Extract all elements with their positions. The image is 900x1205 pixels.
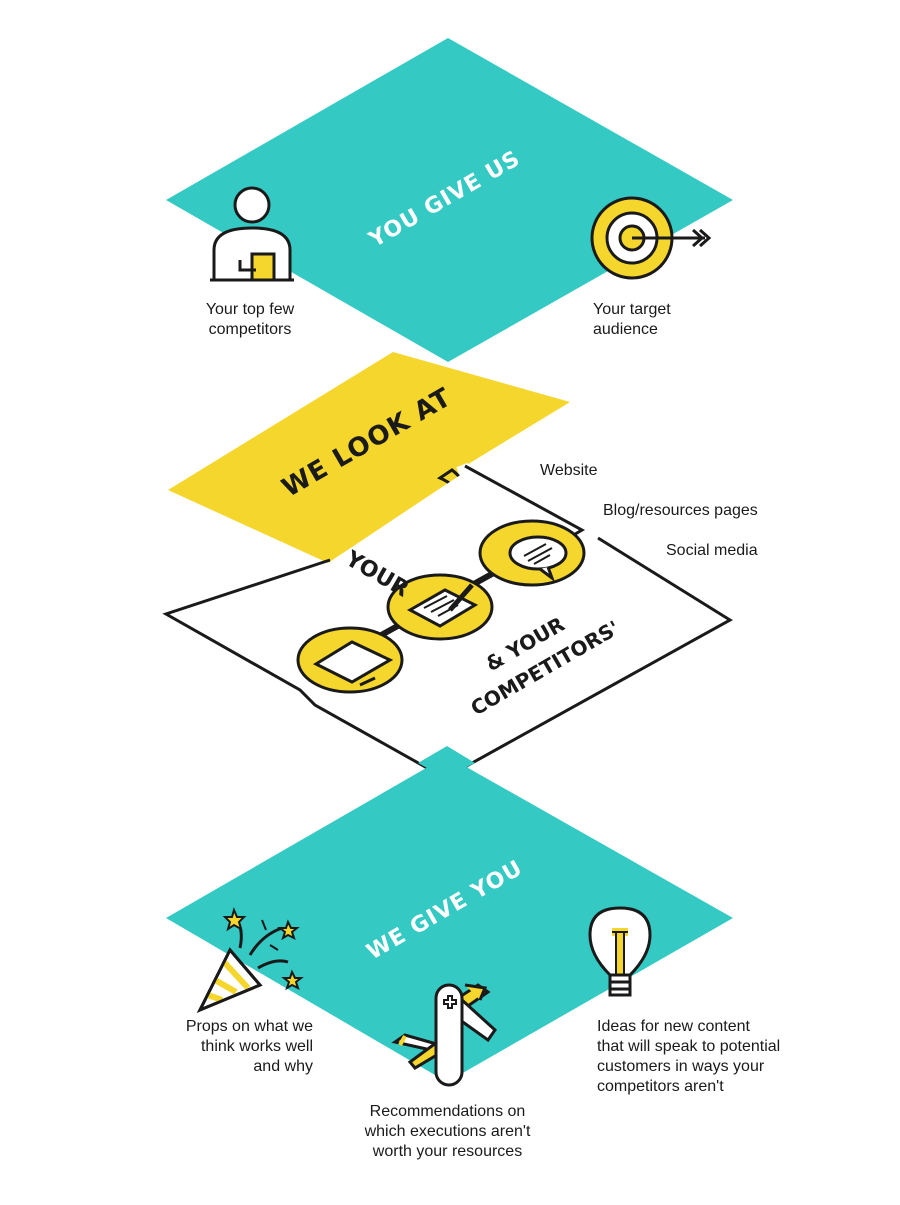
channel-blog: Blog/resources pages (603, 502, 758, 519)
channel-website: Website (540, 462, 598, 479)
we-look-at-banner (168, 352, 570, 563)
caption-recommendations: Recommendations on which executions aren… (364, 1103, 531, 1160)
caption-props: Props on what we think works well and wh… (185, 1018, 313, 1075)
party-popper-icon (196, 907, 304, 1013)
you-give-us-diamond (166, 38, 733, 362)
caption-target-audience: Your target audience (593, 301, 671, 338)
social-media-speech-bubble-icon (478, 519, 586, 587)
caption-top-competitors: Your top few competitors (205, 301, 295, 338)
we-give-you-diamond (166, 756, 733, 1082)
swiss-army-knife-icon (391, 983, 497, 1087)
channel-social-media: Social media (666, 542, 758, 559)
website-monitor-icon (296, 626, 404, 694)
blog-notepad-icon (386, 573, 494, 641)
person-with-coffee-icon (210, 186, 294, 282)
target-icon (590, 196, 712, 280)
lightbulb-icon (588, 906, 652, 997)
caption-ideas: Ideas for new content that will speak to… (597, 1018, 781, 1095)
